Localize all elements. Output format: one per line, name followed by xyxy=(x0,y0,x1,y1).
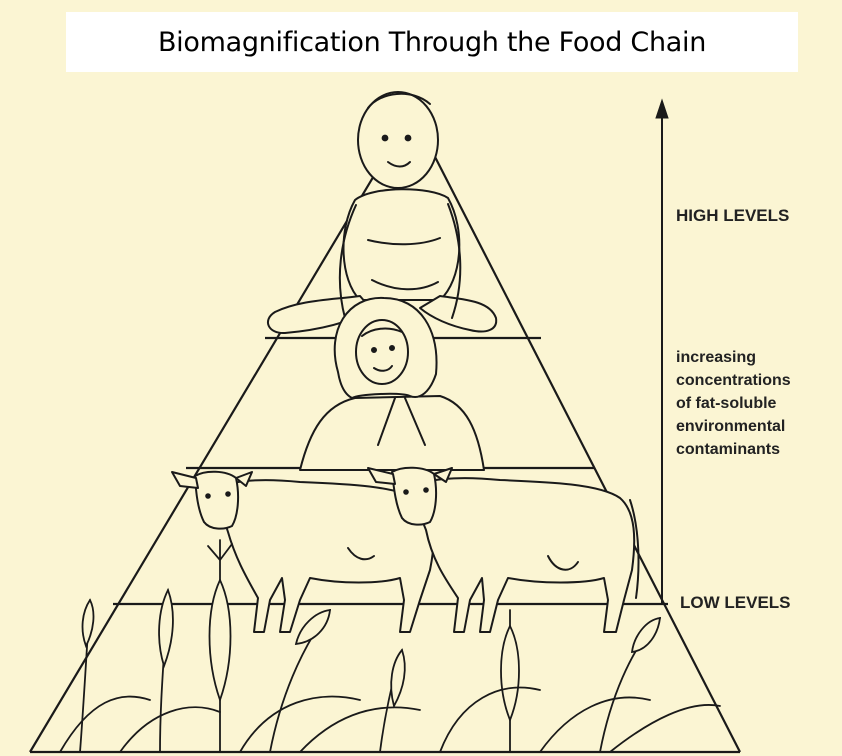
description-line: of fat-soluble xyxy=(676,392,791,415)
description-line: contaminants xyxy=(676,438,791,461)
wheat-stalk xyxy=(80,600,93,752)
concentration-arrow xyxy=(656,100,668,604)
wheat-stalk xyxy=(270,610,330,752)
arrow-description: increasing concentrations of fat-soluble… xyxy=(676,346,791,461)
wheat-stalk xyxy=(380,650,405,752)
corn-stalk xyxy=(208,540,232,752)
arrow-head-icon xyxy=(656,100,668,118)
low-levels-label: LOW LEVELS xyxy=(680,593,791,613)
high-levels-label: HIGH LEVELS xyxy=(676,206,789,226)
description-line: environmental xyxy=(676,415,791,438)
description-line: concentrations xyxy=(676,369,791,392)
description-line: increasing xyxy=(676,346,791,369)
wheat-stalk xyxy=(600,618,660,752)
corn-stalk xyxy=(501,610,519,752)
wheat-stalk xyxy=(159,590,173,752)
